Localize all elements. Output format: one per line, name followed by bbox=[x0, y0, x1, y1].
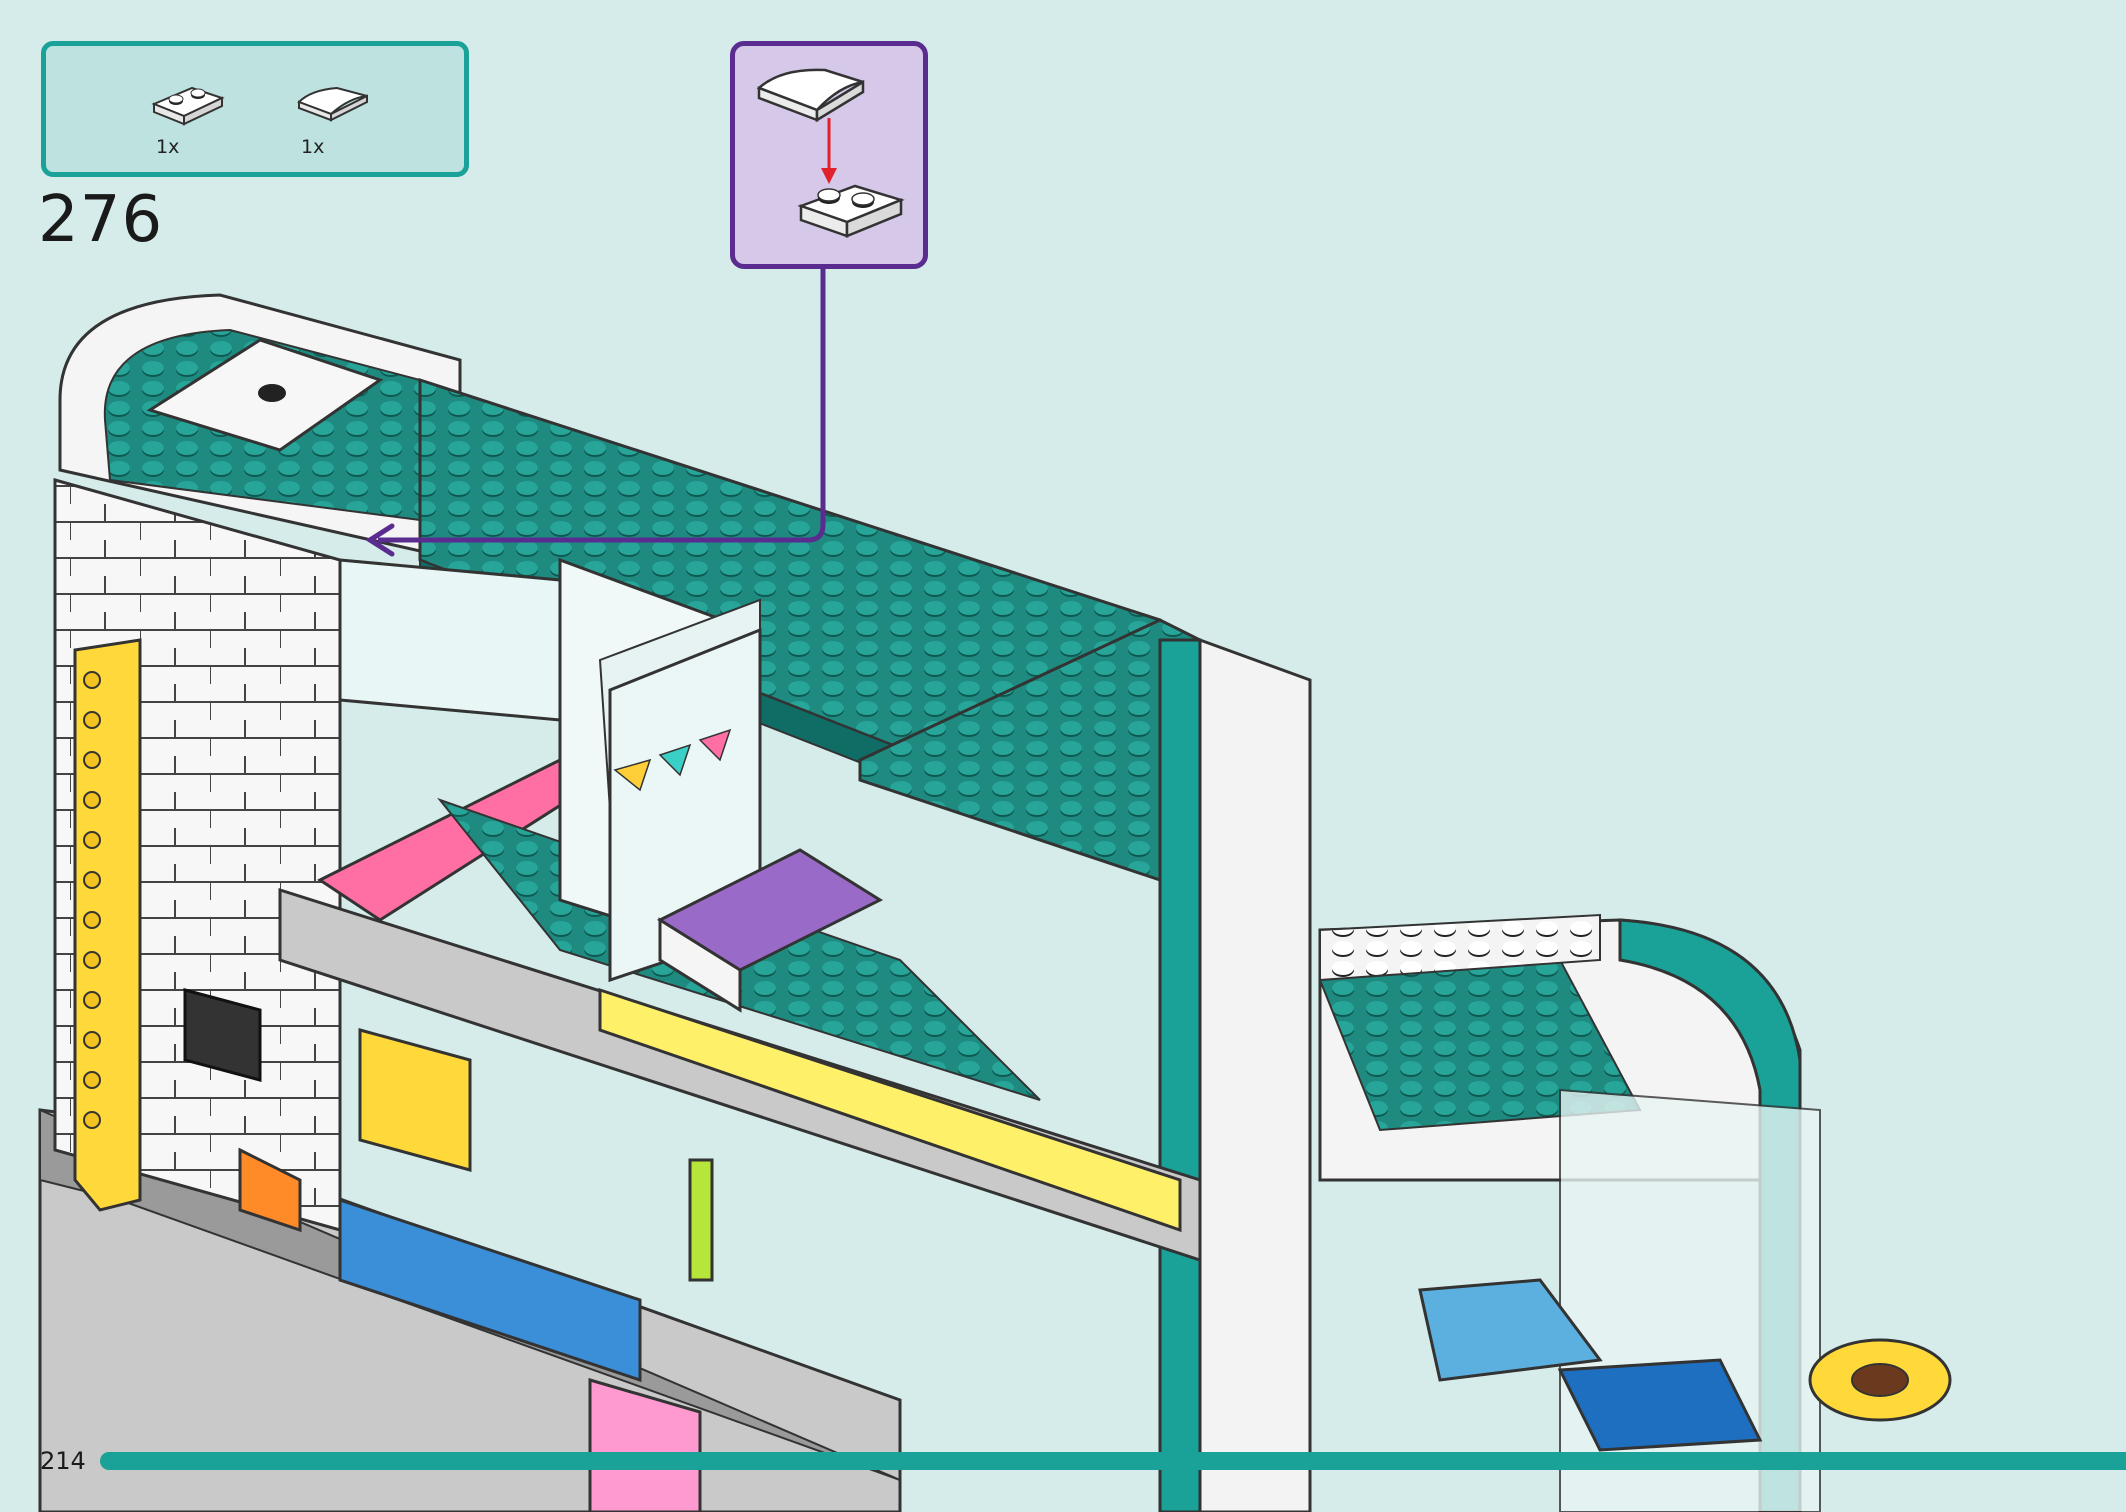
part-quantity: 1x bbox=[156, 136, 180, 158]
part-curved-slope-1x2: 1x bbox=[291, 76, 401, 166]
assembly-diagram-icon bbox=[756, 68, 905, 238]
plate-1x2-icon bbox=[151, 86, 225, 126]
subassembly-callout bbox=[730, 41, 928, 269]
part-plate-1x2: 1x bbox=[146, 76, 256, 166]
page-number: 214 bbox=[40, 1447, 86, 1475]
step-number: 276 bbox=[38, 183, 164, 257]
progress-bar bbox=[100, 1452, 2126, 1470]
part-quantity: 1x bbox=[301, 136, 325, 158]
parts-list: 1x 1x bbox=[41, 41, 469, 177]
curved-slope-icon bbox=[297, 86, 368, 122]
